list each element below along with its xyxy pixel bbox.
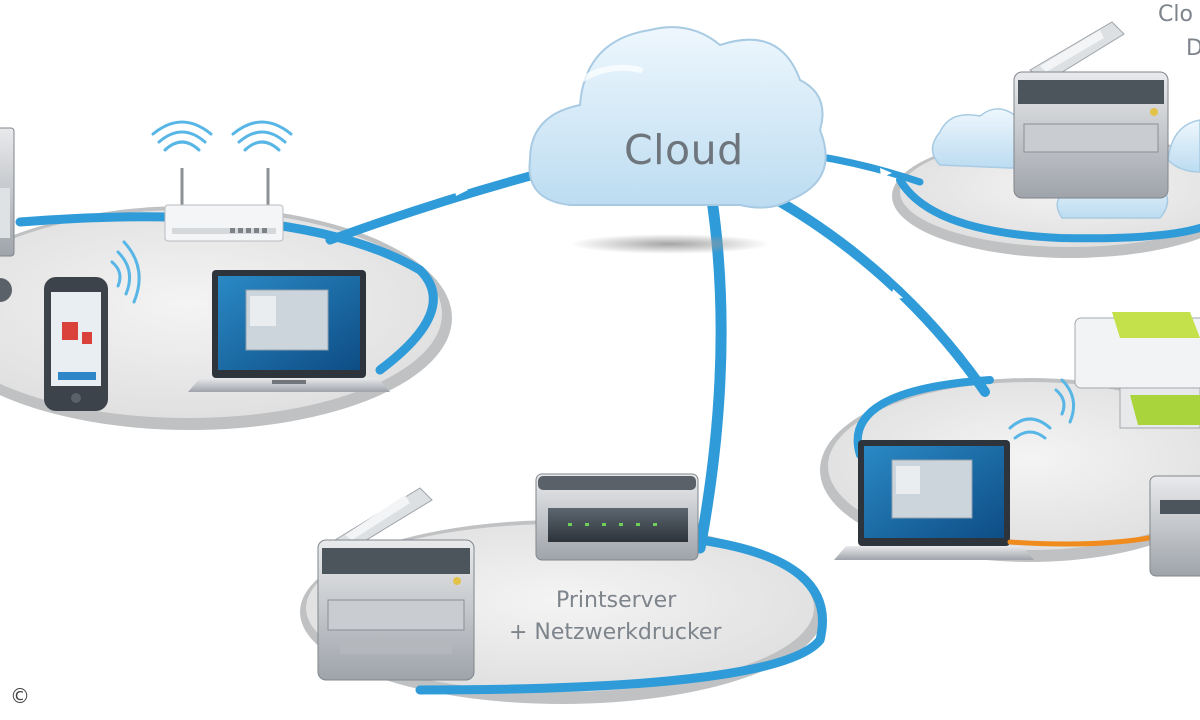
small-cloud-icon-3	[1167, 119, 1200, 173]
smartphone-icon	[44, 277, 108, 411]
cloud-printer-label-line1: Clo	[1158, 2, 1193, 27]
laptop-icon	[188, 270, 390, 392]
router-icon	[164, 168, 284, 242]
wifi-signal-icon	[151, 120, 293, 152]
usb-cable	[1007, 533, 1163, 547]
cloud-printer-icon	[1013, 21, 1169, 199]
printserver-label: Printserver	[556, 588, 677, 613]
network-printer-label: + Netzwerkdrucker	[509, 620, 722, 645]
desktop-printer-icon	[1149, 475, 1200, 577]
cloud-icon	[528, 26, 827, 209]
copyright-icon: ©	[10, 684, 30, 708]
wifi-signal-icon-right	[1008, 378, 1076, 440]
flow-arrows	[454, 168, 903, 360]
link-home	[325, 167, 550, 245]
inkjet-printer-icon	[1074, 312, 1200, 429]
cloud-label: Cloud	[624, 126, 744, 174]
printserver-icon	[535, 473, 699, 561]
wifi-signal-icon-phone	[110, 240, 141, 304]
cloud-printer-label-line2: D	[1186, 36, 1200, 61]
link-local	[765, 191, 990, 397]
link-cloud-printer	[812, 152, 924, 186]
cloud-shadow	[570, 234, 770, 254]
tower-pc-icon	[0, 127, 15, 302]
laptop-icon-right	[834, 440, 1034, 560]
network-printer-icon	[317, 487, 475, 681]
cloud-links	[325, 152, 990, 554]
